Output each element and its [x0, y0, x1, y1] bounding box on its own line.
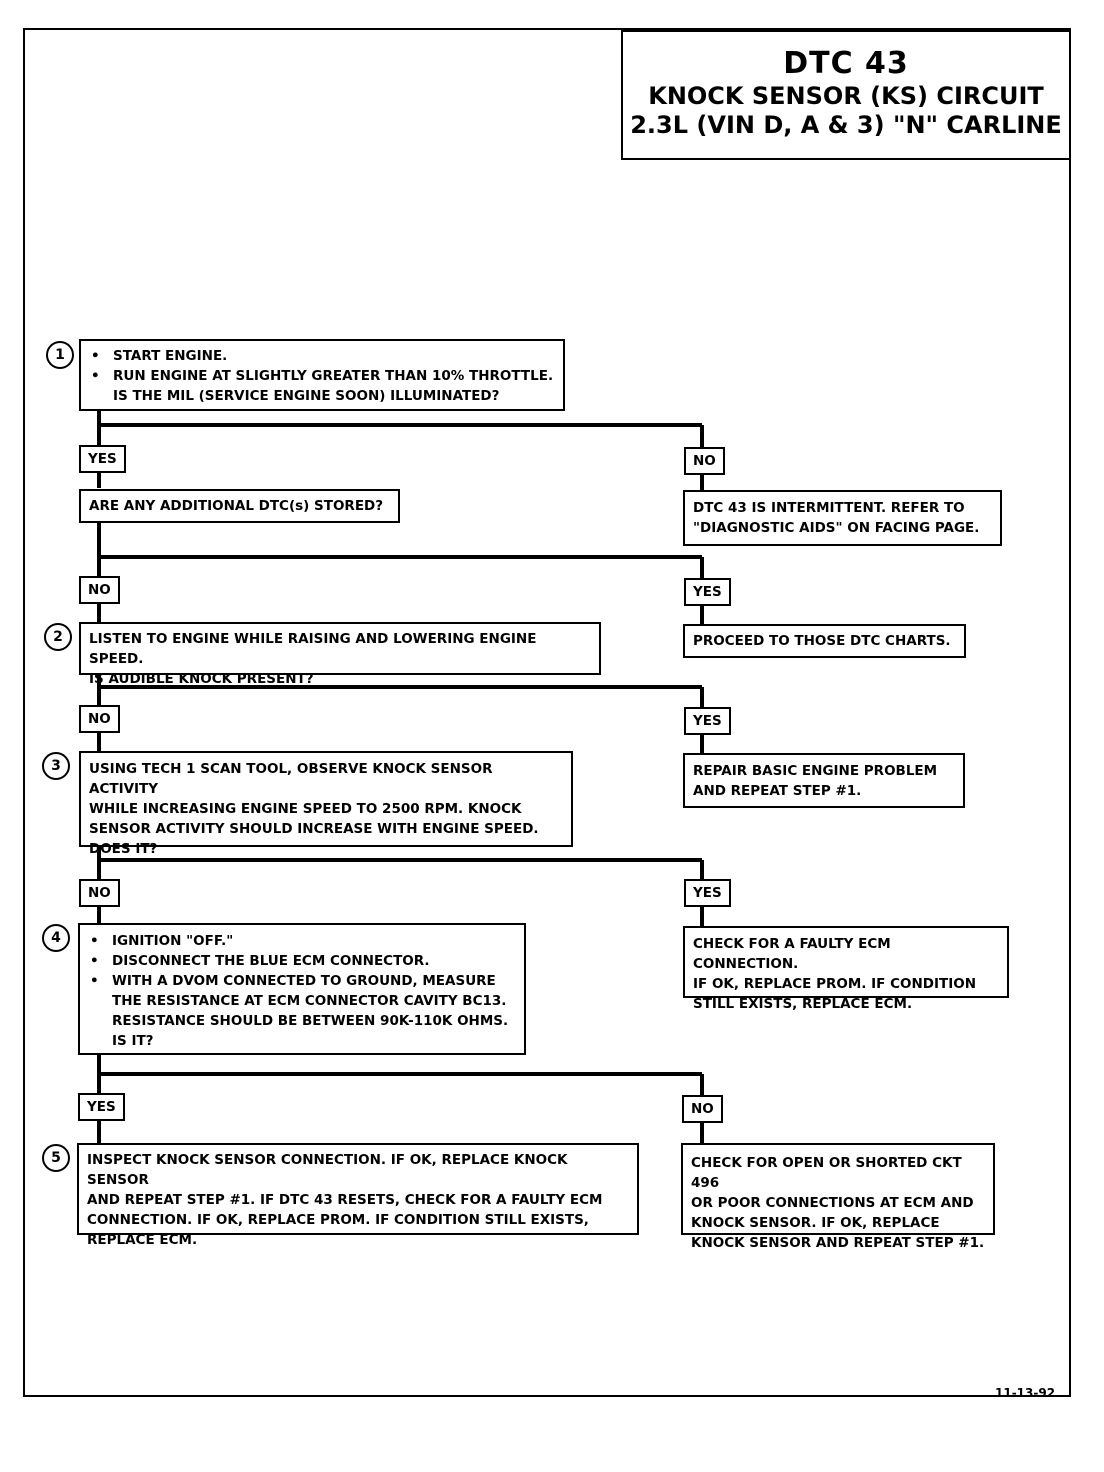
step-3-box: USING TECH 1 SCAN TOOL, OBSERVE KNOCK SE… — [79, 751, 573, 857]
step-2-yes-label: YES — [684, 707, 731, 735]
step-1-bullet-1: START ENGINE. — [89, 346, 555, 366]
step-1-question: IS THE MIL (SERVICE ENGINE SOON) ILLUMIN… — [113, 388, 500, 404]
step-3-yes-label: YES — [684, 879, 731, 907]
additional-dtc-no-label: NO — [79, 576, 120, 604]
step-2-line-2: IS AUDIBLE KNOCK PRESENT? — [89, 671, 314, 687]
step-2-line-1: LISTEN TO ENGINE WHILE RAISING AND LOWER… — [89, 631, 537, 667]
intermittent-line-2: "DIAGNOSTIC AIDS" ON FACING PAGE. — [693, 520, 980, 536]
step-5-marker: 5 — [42, 1144, 70, 1172]
title-block: DTC 43 KNOCK SENSOR (KS) CIRCUIT 2.3L (V… — [621, 30, 1071, 160]
step-3-line-3: SENSOR ACTIVITY SHOULD INCREASE WITH ENG… — [89, 821, 539, 837]
step-4-bullet-1: IGNITION "OFF." — [88, 931, 516, 951]
step-1-yes-label: YES — [79, 445, 126, 473]
open-short-line-1: CHECK FOR OPEN OR SHORTED CKT 496 — [691, 1155, 962, 1191]
repair-line-1: REPAIR BASIC ENGINE PROBLEM — [693, 763, 938, 779]
step-1-marker: 1 — [46, 341, 74, 369]
engine-title: 2.3L (VIN D, A & 3) "N" CARLINE — [630, 111, 1062, 139]
step-5-line-3: CONNECTION. IF OK, REPLACE PROM. IF COND… — [87, 1212, 589, 1228]
step-4-box: IGNITION "OFF." DISCONNECT THE BLUE ECM … — [78, 923, 526, 1055]
step-5-line-2: AND REPEAT STEP #1. IF DTC 43 RESETS, CH… — [87, 1192, 603, 1208]
intermittent-box: DTC 43 IS INTERMITTENT. REFER TO "DIAGNO… — [683, 490, 1002, 546]
step-2-no-label: NO — [79, 705, 120, 733]
step-5-line-1: INSPECT KNOCK SENSOR CONNECTION. IF OK, … — [87, 1152, 568, 1188]
open-short-box: CHECK FOR OPEN OR SHORTED CKT 496 OR POO… — [681, 1143, 995, 1251]
step-1-box: START ENGINE. RUN ENGINE AT SLIGHTLY GRE… — [79, 339, 565, 411]
proceed-box: PROCEED TO THOSE DTC CHARTS. — [683, 624, 966, 658]
step-4-question: IS IT? — [112, 1033, 154, 1049]
step-1-bullet-2: RUN ENGINE AT SLIGHTLY GREATER THAN 10% … — [89, 366, 555, 386]
step-4-no-label: NO — [682, 1095, 723, 1123]
step-3-line-2: WHILE INCREASING ENGINE SPEED TO 2500 RP… — [89, 801, 522, 817]
dtc-code: DTC 43 — [783, 46, 909, 81]
open-short-line-4: KNOCK SENSOR AND REPEAT STEP #1. — [691, 1235, 985, 1251]
step-3-no-label: NO — [79, 879, 120, 907]
step-4-yes-label: YES — [78, 1093, 125, 1121]
step-3-marker: 3 — [42, 752, 70, 780]
step-4-bullet-3: WITH A DVOM CONNECTED TO GROUND, MEASURE — [88, 971, 516, 991]
step-4-bullet-2: DISCONNECT THE BLUE ECM CONNECTOR. — [88, 951, 516, 971]
additional-dtc-yes-label: YES — [684, 578, 731, 606]
faulty-ecm-line-2: IF OK, REPLACE PROM. IF CONDITION — [693, 976, 976, 992]
faulty-ecm-line-1: CHECK FOR A FAULTY ECM CONNECTION. — [693, 936, 891, 972]
circuit-title: KNOCK SENSOR (KS) CIRCUIT — [648, 82, 1044, 110]
open-short-line-3: KNOCK SENSOR. IF OK, REPLACE — [691, 1215, 940, 1231]
step-5-line-4: REPLACE ECM. — [87, 1232, 198, 1248]
repair-box: REPAIR BASIC ENGINE PROBLEM AND REPEAT S… — [683, 753, 965, 808]
step-3-line-1: USING TECH 1 SCAN TOOL, OBSERVE KNOCK SE… — [89, 761, 493, 797]
step-5-box: INSPECT KNOCK SENSOR CONNECTION. IF OK, … — [77, 1143, 639, 1248]
page-frame — [23, 28, 1071, 1397]
additional-dtc-box: ARE ANY ADDITIONAL DTC(s) STORED? — [79, 489, 400, 523]
step-4-line-4: THE RESISTANCE AT ECM CONNECTOR CAVITY B… — [112, 993, 507, 1009]
step-4-marker: 4 — [42, 924, 70, 952]
step-2-box: LISTEN TO ENGINE WHILE RAISING AND LOWER… — [79, 622, 601, 687]
step-2-marker: 2 — [44, 623, 72, 651]
step-1-no-label: NO — [684, 447, 725, 475]
open-short-line-2: OR POOR CONNECTIONS AT ECM AND — [691, 1195, 974, 1211]
intermittent-line-1: DTC 43 IS INTERMITTENT. REFER TO — [693, 500, 965, 516]
step-3-line-4: DOES IT? — [89, 841, 158, 857]
faulty-ecm-box: CHECK FOR A FAULTY ECM CONNECTION. IF OK… — [683, 926, 1009, 1012]
faulty-ecm-line-3: STILL EXISTS, REPLACE ECM. — [693, 996, 913, 1012]
step-4-line-5: RESISTANCE SHOULD BE BETWEEN 90K-110K OH… — [112, 1013, 509, 1029]
revision-date: 11-13-92 — [995, 1386, 1056, 1400]
repair-line-2: AND REPEAT STEP #1. — [693, 783, 862, 799]
